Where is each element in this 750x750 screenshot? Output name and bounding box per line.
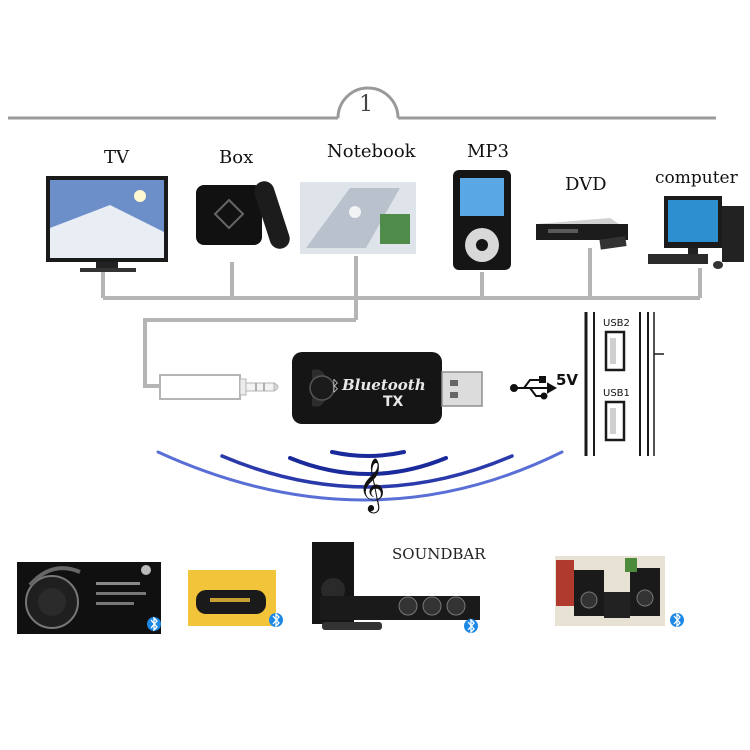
step-number: 1: [359, 92, 373, 117]
power-label: 5V: [556, 371, 579, 389]
dongle-label-tx: TX: [383, 394, 404, 410]
headphones-image: [17, 562, 161, 634]
notebook-image: [300, 182, 416, 254]
source-label-tv: TV: [104, 147, 130, 168]
port-label-usb2: USB2: [603, 318, 630, 329]
source-label-notebook: Notebook: [327, 141, 416, 162]
computer-image: [648, 196, 744, 269]
port-label-usb1: USB1: [603, 388, 630, 399]
step-badge-arc: [336, 86, 400, 119]
music-note-icon: 𝄞: [358, 457, 385, 513]
audio-jack-image: [159, 374, 279, 400]
portable-speaker-image: [188, 570, 276, 626]
tv-image: [46, 176, 168, 272]
bluetooth-logo-icon: ᛒ: [331, 377, 341, 395]
soundbar-label: SOUNDBAR: [392, 545, 486, 563]
tv-box-image: [196, 181, 290, 249]
bluetooth-badge-icon: [147, 616, 161, 632]
bluetooth-badge-icon: [269, 612, 283, 628]
bluetooth-signal-waves: [156, 450, 564, 502]
source-label-mp3: MP3: [467, 141, 509, 162]
soundbar-system-image: [312, 542, 480, 630]
source-label-dvd: DVD: [565, 174, 607, 195]
source-bus-lines: [101, 248, 702, 388]
usb-port-panel: [584, 312, 664, 456]
source-label-box: Box: [219, 147, 254, 168]
dvd-player-image: [536, 218, 628, 250]
bluetooth-badge-icon: [464, 618, 478, 634]
dongle-label-bluetooth: Bluetooth: [342, 376, 426, 394]
bluetooth-badge-icon: [670, 612, 684, 628]
mp3-player-image: [453, 170, 511, 270]
bluetooth-transmitter-image: [292, 352, 483, 424]
bookshelf-stereo-image: [555, 556, 665, 626]
usb-symbol-icon: [510, 376, 558, 400]
source-label-computer: computer: [655, 168, 738, 188]
